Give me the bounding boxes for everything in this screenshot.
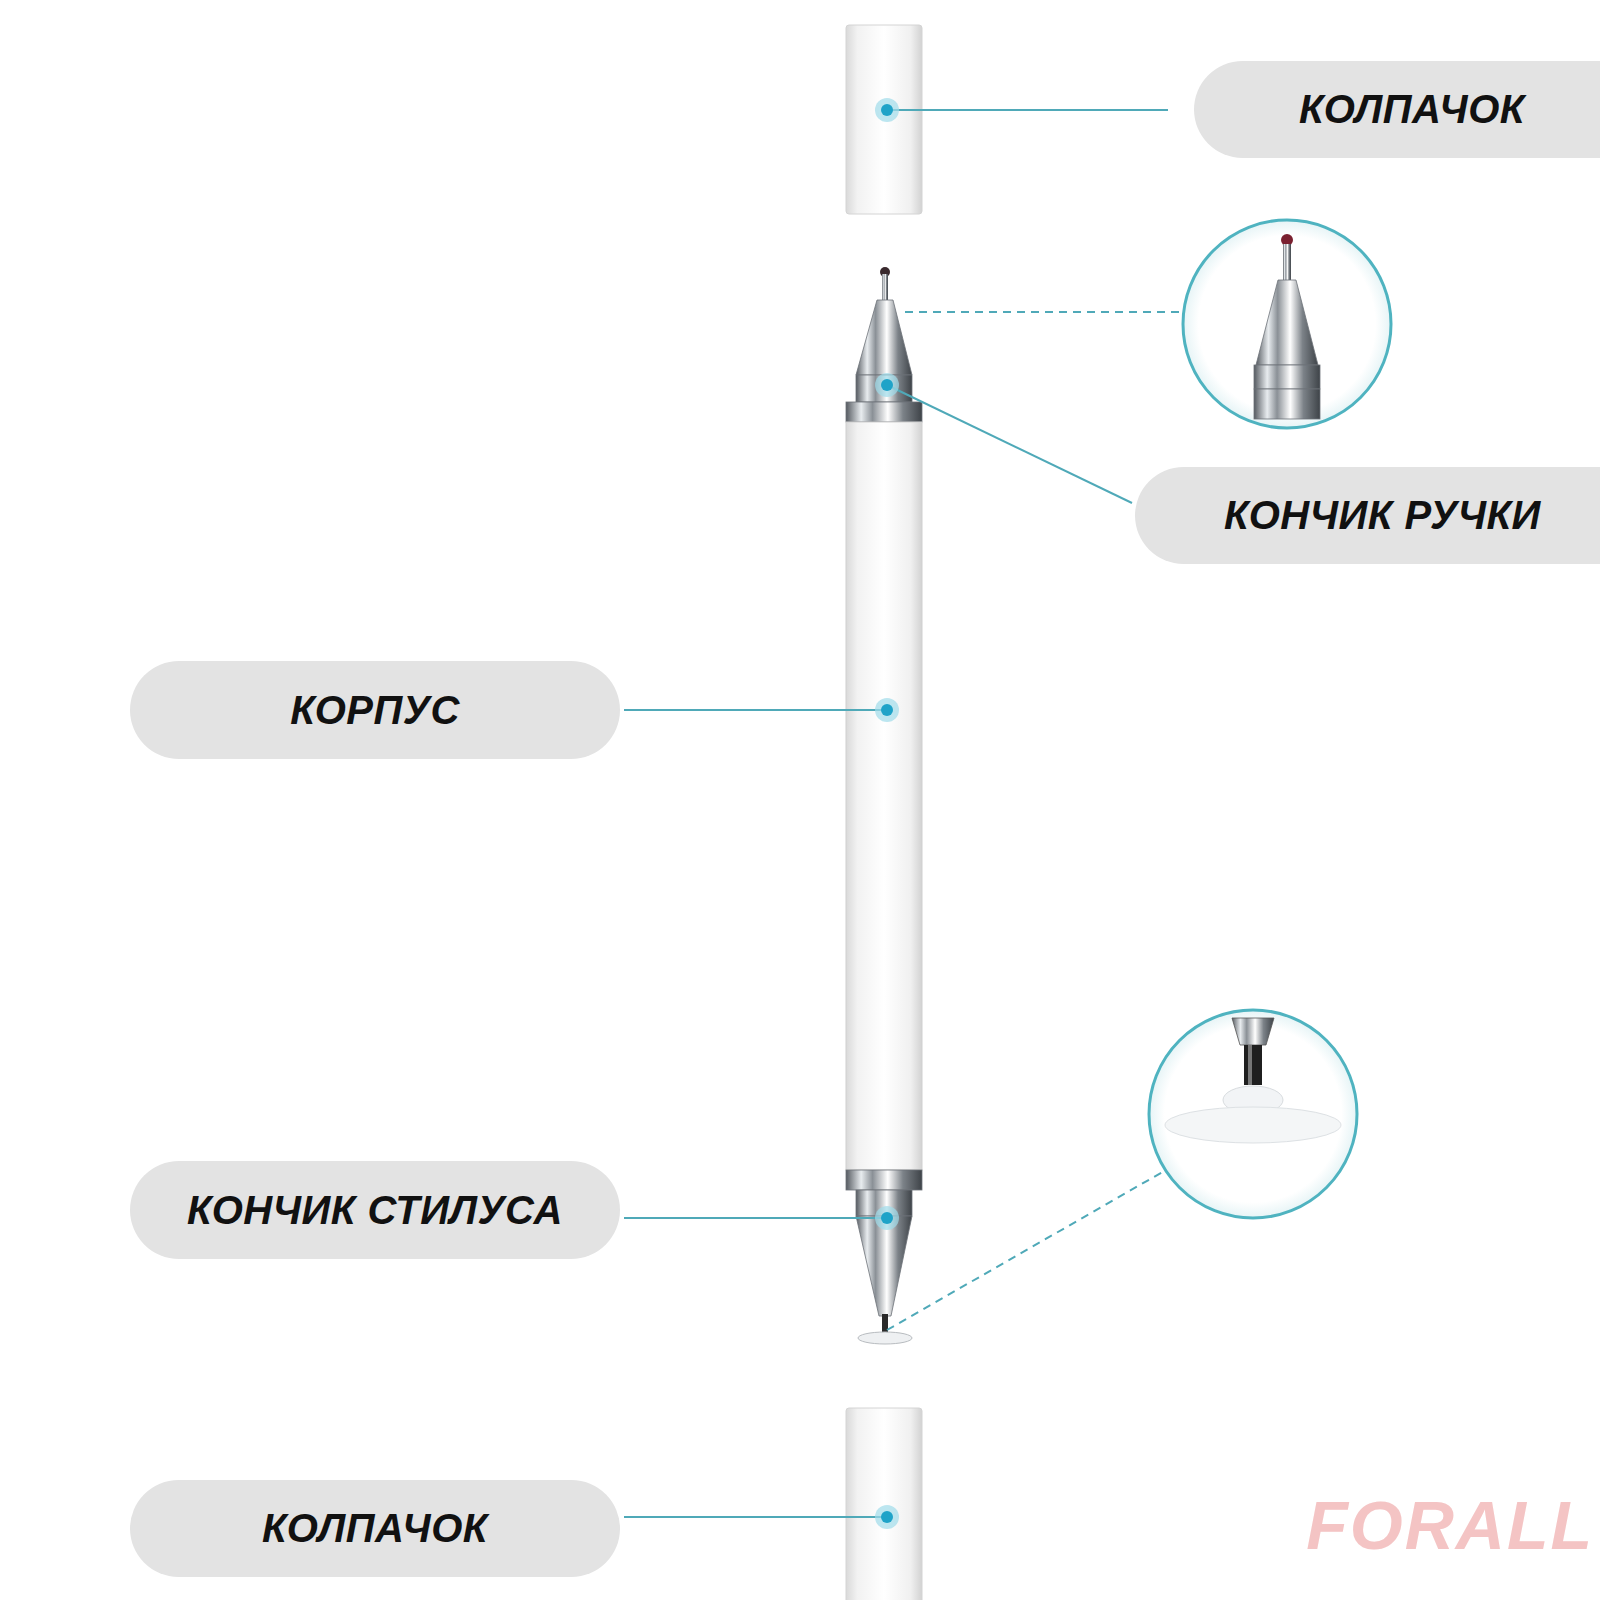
label-pill: КОЛПАЧОК — [130, 1480, 620, 1577]
part-label: КОЛПАЧОК — [262, 1506, 488, 1551]
cap — [846, 25, 922, 214]
leader-lines — [624, 110, 1183, 1517]
zoomed-pen-tip — [1254, 234, 1320, 419]
part-label: КОЛПАЧОК — [1299, 87, 1525, 132]
label-pill: КОНЧИК РУЧКИ — [1135, 467, 1600, 564]
zoomed-stylus-tip — [1165, 1018, 1341, 1143]
watermark: FORALL — [1306, 1486, 1594, 1564]
zoom-circle — [1183, 220, 1391, 428]
body — [846, 422, 922, 1170]
leader-dots — [875, 98, 899, 1529]
cap — [846, 1408, 922, 1600]
label-pill: КОРПУС — [130, 661, 620, 759]
stylus-collar — [846, 1170, 922, 1190]
stylus-disc — [858, 1332, 912, 1344]
pen-collar — [846, 402, 922, 422]
label-pill: КОЛПАЧОК — [1194, 61, 1600, 158]
stylus-cone — [856, 1216, 912, 1316]
part-label: КОРПУС — [290, 688, 460, 733]
part-label: КОНЧИК РУЧКИ — [1224, 493, 1541, 538]
pen-cone — [856, 300, 912, 375]
label-pill: КОНЧИК СТИЛУСА — [130, 1161, 620, 1259]
stylus-stem — [882, 1314, 888, 1334]
zoom-circle — [1149, 1010, 1357, 1218]
pen-needle — [882, 274, 888, 302]
part-label: КОНЧИК СТИЛУСА — [187, 1188, 563, 1233]
